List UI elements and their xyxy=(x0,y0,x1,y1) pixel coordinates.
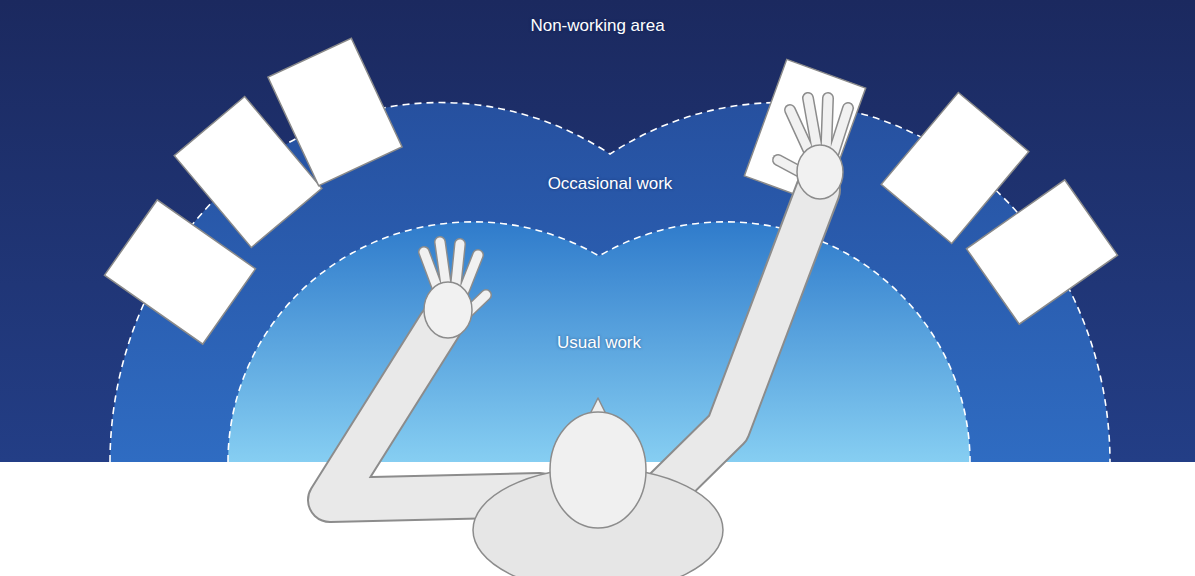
paper-sheet xyxy=(268,38,402,186)
papers xyxy=(104,38,1117,344)
shoulders xyxy=(473,468,723,576)
head xyxy=(550,412,646,528)
zone-label: Usual work xyxy=(557,333,641,353)
zone-boundary xyxy=(110,103,1110,462)
zone-boundary xyxy=(228,222,970,462)
paper-sheet xyxy=(966,180,1117,324)
paper-sheet xyxy=(881,92,1029,243)
right-arm-outline xyxy=(660,190,818,495)
zone-fill xyxy=(110,103,1110,462)
nose xyxy=(590,398,606,414)
zone-label: Non-working area xyxy=(530,16,664,36)
right-arm xyxy=(660,190,818,495)
right-hand xyxy=(778,98,848,199)
paper-sheet xyxy=(104,200,255,344)
paper-sheet xyxy=(744,59,865,204)
left-hand xyxy=(424,242,486,338)
paper-sheet xyxy=(174,96,322,247)
left-arm-outline xyxy=(330,325,540,500)
zone-label: Occasional work xyxy=(548,174,673,194)
zone-fill xyxy=(228,222,970,462)
occasional-work-zone: Occasional workUsual work xyxy=(110,92,1110,462)
non-working-band: Non-working areaOccasional workUsual wor… xyxy=(0,0,1195,462)
usual-work-zone: Usual work xyxy=(228,215,970,462)
person-top-view xyxy=(330,98,848,576)
left-arm xyxy=(330,325,540,500)
